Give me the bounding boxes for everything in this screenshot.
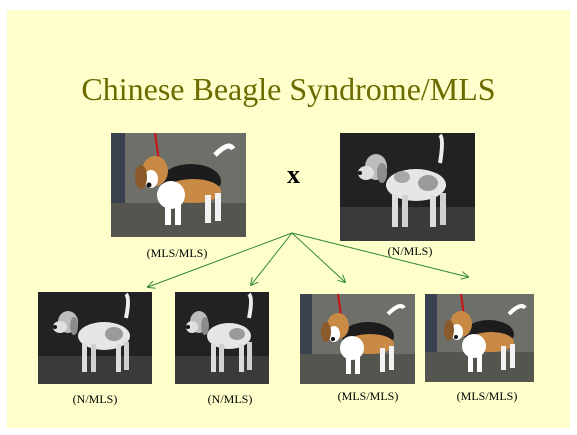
- arrow-to-offspring-3: [292, 233, 345, 282]
- arrow-to-offspring-4: [292, 233, 468, 277]
- offspring-photo-4: [425, 294, 534, 382]
- offspring-label-1: (N/MLS): [55, 392, 135, 407]
- offspring-label-4: (MLS/MLS): [437, 389, 537, 404]
- offspring-photo-1: [38, 292, 152, 384]
- offspring-photo-3: [300, 294, 415, 384]
- offspring-label-3: (MLS/MLS): [318, 389, 418, 404]
- offspring-label-2: (N/MLS): [190, 392, 270, 407]
- offspring-photo-2: [175, 292, 269, 384]
